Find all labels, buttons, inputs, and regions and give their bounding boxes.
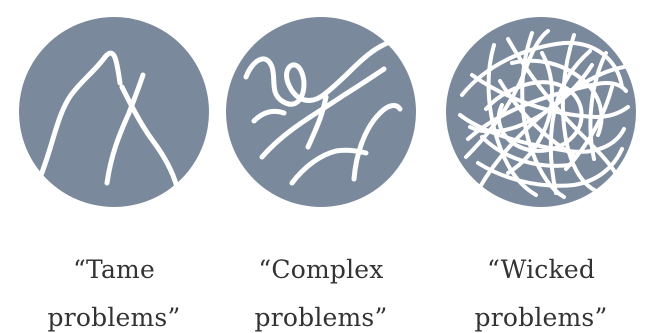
caption-line-2: problems” (254, 303, 388, 332)
strands (243, 36, 403, 186)
disc-background (19, 17, 209, 207)
caption-line-1: “Wicked (486, 255, 596, 284)
tangle-strands (458, 29, 630, 199)
caption-line-2: problems” (47, 303, 181, 332)
complex-problems-panel: “Complex problems” (226, 0, 416, 332)
tame-problems-panel: “Tame problems” (19, 0, 209, 332)
wicked-problem-tangle-icon (446, 17, 636, 207)
caption-line-2: problems” (474, 303, 608, 332)
caption-line-1: “Complex (258, 255, 384, 284)
wicked-problems-panel: “Wicked problems” (446, 0, 636, 332)
complex-problem-strands-icon (226, 17, 416, 207)
strands (38, 50, 180, 190)
caption-line-1: “Tame (73, 255, 155, 284)
disc-background (446, 17, 636, 207)
tame-problem-strands-icon (19, 17, 209, 207)
